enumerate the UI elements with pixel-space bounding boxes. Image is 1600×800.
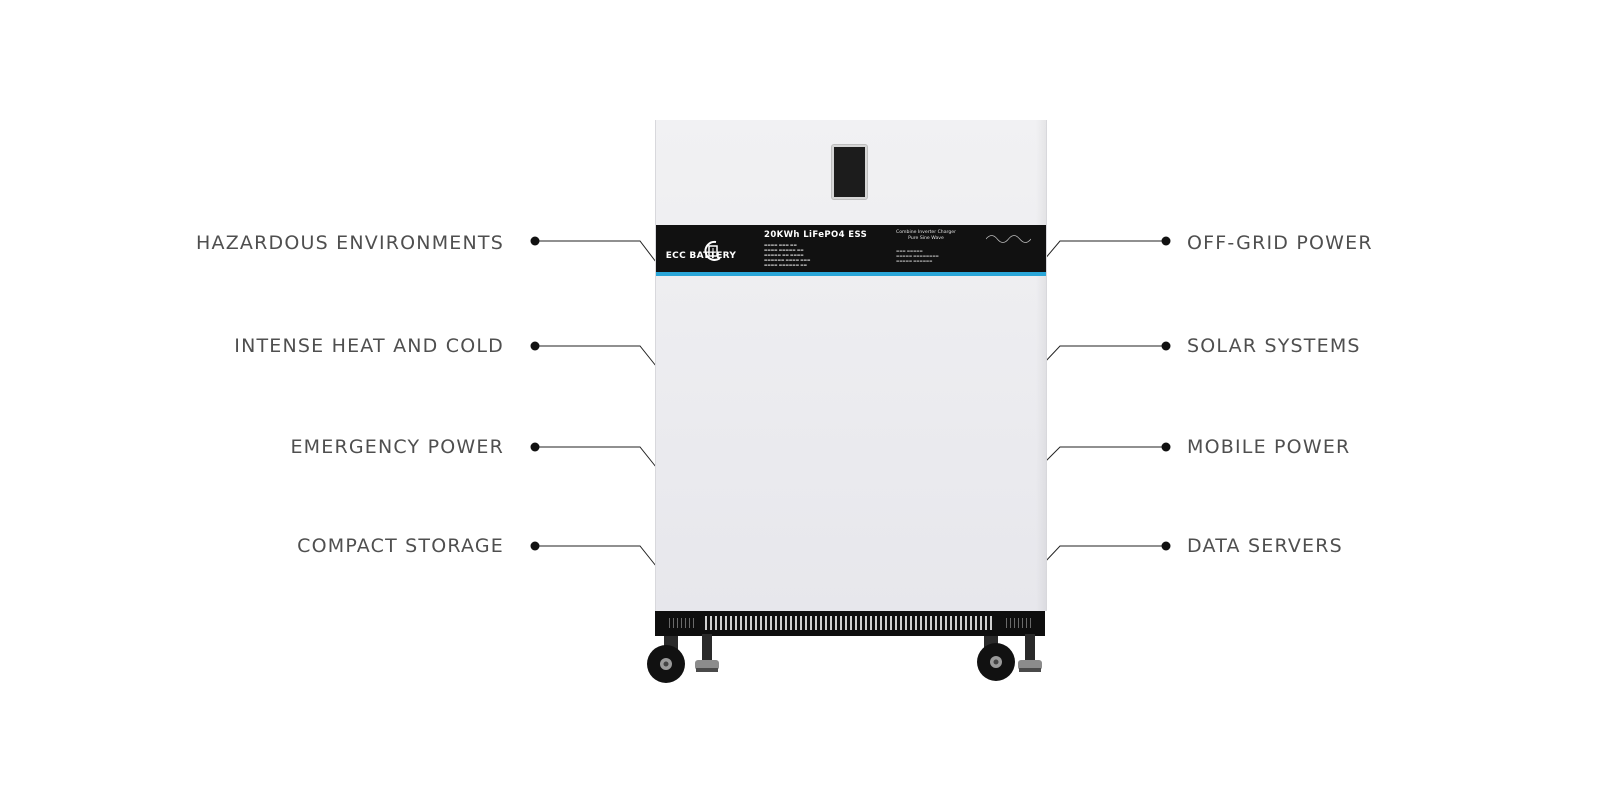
callout-dot xyxy=(1161,541,1171,551)
base-side-vent-left xyxy=(669,618,694,628)
inverter-title: Combine Inverter Charger Pure Sine Wave xyxy=(891,230,961,242)
feature-label-compact-storage: COMPACT STORAGE xyxy=(297,535,504,557)
inverter-title-line-1: Combine Inverter Charger xyxy=(896,230,956,235)
feature-label-data-servers: DATA SERVERS xyxy=(1187,535,1343,557)
note-line: ▬▬▬ ▬▬▬▬▬ xyxy=(896,249,923,253)
callout-line-solar xyxy=(1043,345,1166,364)
product-label-band: ECC BATTERY 20KWh LiFePO4 ESS ▬▬▬▬ ▬▬▬ ▬… xyxy=(656,225,1046,276)
model-name: 20KWh LiFePO4 ESS xyxy=(764,230,868,240)
inverter-title-line-2: Pure Sine Wave xyxy=(908,236,944,241)
spec-line: ▬▬▬▬ ▬▬▬ ▬▬ xyxy=(764,243,797,247)
caster-right xyxy=(977,634,1042,681)
cabinet-shading xyxy=(1036,120,1046,611)
callout-line-data-servers xyxy=(1043,545,1166,564)
caster-left xyxy=(647,634,719,683)
spec-line: ▬▬▬▬ ▬▬▬▬▬ ▬▬ xyxy=(764,248,804,252)
callout-line-hazardous xyxy=(535,240,657,263)
ecc-battery-logo-icon xyxy=(704,240,721,261)
spec-line: ▬▬▬▬▬▬ ▬▬▬▬ ▬▬▬ xyxy=(764,258,811,262)
spec-line: ▬▬▬▬ ▬▬▬▬▬▬ ▬▬ xyxy=(764,263,808,267)
cabinet-display-screen xyxy=(832,145,867,199)
base-vent-grille xyxy=(705,616,995,630)
base-side-vent-right xyxy=(1006,618,1031,628)
note-line: ▬▬▬▬▬ ▬▬▬▬▬▬ xyxy=(896,259,933,263)
sine-wave-icon xyxy=(986,235,1031,243)
callout-line-off-grid xyxy=(1043,240,1166,261)
callout-line-mobile xyxy=(1043,446,1166,464)
callout-dot xyxy=(530,236,540,246)
callout-line-emergency xyxy=(535,446,657,468)
caster-wheels xyxy=(647,634,1042,683)
feature-label-emergency-power: EMERGENCY POWER xyxy=(290,436,504,458)
callout-line-heat-cold xyxy=(535,345,657,367)
feature-label-intense-heat-cold: INTENSE HEAT AND COLD xyxy=(234,335,504,357)
feature-label-solar-systems: SOLAR SYSTEMS xyxy=(1187,335,1361,357)
brand-name: ECC BATTERY xyxy=(665,251,737,261)
note-line: ▬▬▬▬▬ ▬▬▬▬▬▬▬▬ xyxy=(896,254,939,258)
spec-fine-print: ▬▬▬▬ ▬▬▬ ▬▬ ▬▬▬▬ ▬▬▬▬▬ ▬▬ ▬▬▬▬▬ ▬▬ ▬▬▬▬ … xyxy=(764,243,884,268)
spec-line: ▬▬▬▬▬ ▬▬ ▬▬▬▬ xyxy=(764,253,804,257)
callout-dot xyxy=(1161,341,1171,351)
callout-dot xyxy=(530,541,540,551)
callout-dot xyxy=(1161,442,1171,452)
callout-line-compact xyxy=(535,545,657,567)
callout-dot xyxy=(530,341,540,351)
cabinet-base xyxy=(655,611,1045,636)
feature-label-hazardous-environments: HAZARDOUS ENVIRONMENTS xyxy=(196,232,504,254)
callout-dot xyxy=(1161,236,1171,246)
inverter-fine-print: ▬▬▬ ▬▬▬▬▬ ▬▬▬▬▬ ▬▬▬▬▬▬▬▬ ▬▬▬▬▬ ▬▬▬▬▬▬ xyxy=(896,249,986,264)
battery-cabinet: ECC BATTERY 20KWh LiFePO4 ESS ▬▬▬▬ ▬▬▬ ▬… xyxy=(655,120,1047,611)
callout-dot xyxy=(530,442,540,452)
feature-label-off-grid-power: OFF-GRID POWER xyxy=(1187,232,1373,254)
feature-label-mobile-power: MOBILE POWER xyxy=(1187,436,1351,458)
